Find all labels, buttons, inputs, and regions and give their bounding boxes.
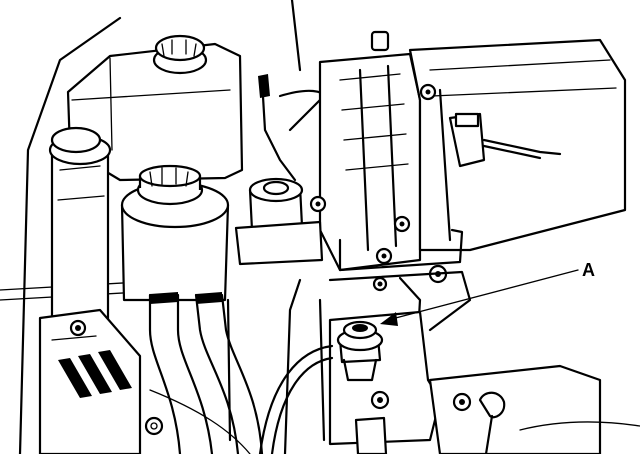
valve-cover [408, 38, 627, 252]
battery-box [38, 308, 142, 454]
power-steering-reservoir [120, 164, 230, 302]
reservoir-hoses [148, 292, 264, 454]
sensor-housing [234, 177, 324, 266]
callout-A-label: A [582, 260, 595, 280]
cover-bolts [309, 83, 448, 292]
part-A-sending-unit [328, 310, 442, 454]
intake-manifold [318, 52, 422, 272]
callout-A-leader [380, 269, 579, 326]
small-bolt-icon [144, 416, 164, 436]
exhaust-bracket [428, 364, 640, 454]
top-bolt [370, 30, 390, 52]
lower-cable [258, 344, 334, 454]
reservoir-cap [152, 34, 208, 75]
filler-neck-cylinder [48, 126, 112, 332]
mounting-bracket [283, 228, 472, 454]
injector-connector [448, 112, 562, 168]
